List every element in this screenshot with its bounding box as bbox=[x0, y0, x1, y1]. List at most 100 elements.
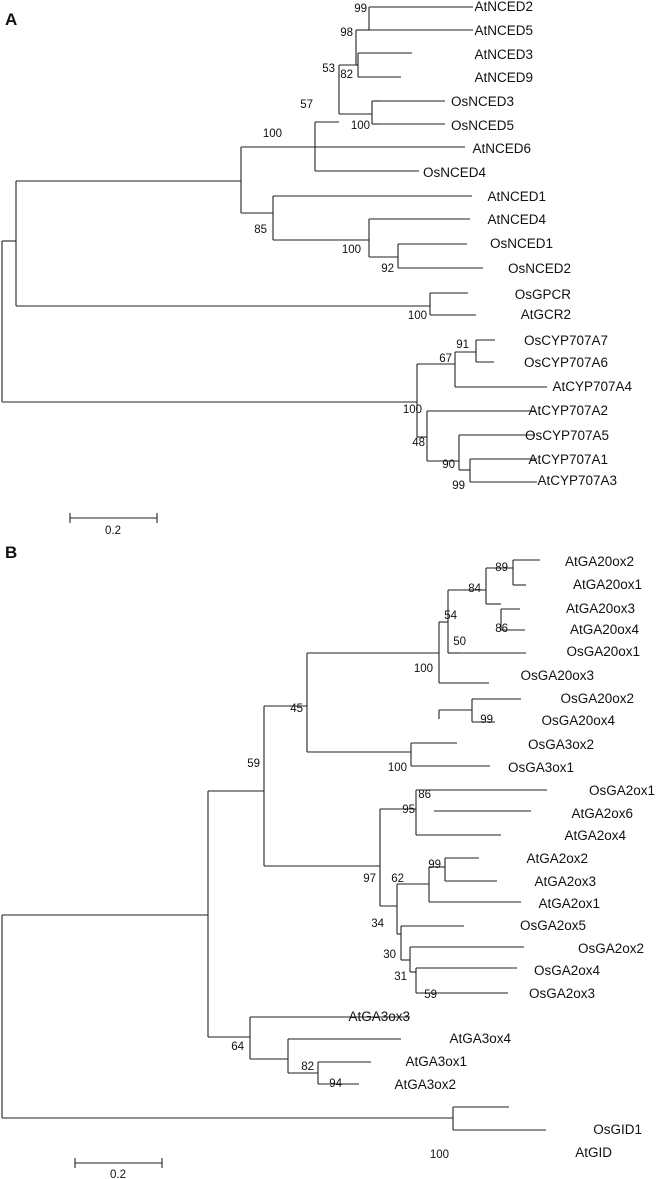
bootstrap-value: 86 bbox=[418, 789, 431, 801]
bootstrap-value: 82 bbox=[301, 1061, 314, 1073]
bootstrap-value: 91 bbox=[456, 339, 469, 351]
leaf-label: OsNCED3 bbox=[451, 94, 514, 109]
leaf-label: AtGA3ox1 bbox=[405, 1054, 467, 1069]
panel-a-tree: A AtNCED2 AtNCED5 AtNCED3 AtNCED9 OsNCED… bbox=[1, 0, 632, 537]
bootstrap-value: 45 bbox=[290, 703, 303, 715]
leaf-label: OsNCED2 bbox=[508, 261, 571, 276]
bootstrap-value: 99 bbox=[452, 480, 465, 492]
panel-b-branches bbox=[1, 559, 547, 1131]
leaf-label: OsGA2ox5 bbox=[520, 918, 586, 933]
leaf-label: AtGA2ox3 bbox=[534, 874, 596, 889]
leaf-label: AtGA3ox4 bbox=[449, 1031, 511, 1046]
leaf-label: AtGA2ox6 bbox=[571, 806, 633, 821]
leaf-label: AtGA2ox4 bbox=[564, 828, 626, 843]
leaf-label: AtGID bbox=[575, 1145, 612, 1160]
bootstrap-value: 89 bbox=[495, 562, 508, 574]
leaf-label: OsGA20ox1 bbox=[566, 644, 640, 659]
leaf-label: OsGA2ox2 bbox=[578, 941, 644, 956]
panel-a-scale-bar: 0.2 bbox=[69, 513, 158, 537]
bootstrap-value: 100 bbox=[351, 120, 370, 132]
bootstrap-value: 54 bbox=[444, 610, 457, 622]
panel-a-branches bbox=[1, 6, 547, 483]
bootstrap-value: 85 bbox=[254, 224, 267, 236]
leaf-label: AtGA20ox3 bbox=[566, 601, 635, 616]
bootstrap-value: 99 bbox=[354, 3, 367, 15]
bootstrap-value: 98 bbox=[340, 27, 353, 39]
bootstrap-value: 97 bbox=[363, 873, 376, 885]
bootstrap-value: 100 bbox=[430, 1149, 449, 1161]
bootstrap-value: 95 bbox=[402, 804, 415, 816]
leaf-label: OsGA2ox3 bbox=[529, 986, 595, 1001]
leaf-label: OsGA2ox4 bbox=[534, 963, 601, 978]
leaf-label: AtNCED1 bbox=[487, 189, 546, 204]
leaf-label: AtNCED9 bbox=[474, 70, 533, 85]
leaf-label: AtNCED6 bbox=[472, 141, 531, 156]
leaf-label: OsNCED1 bbox=[490, 236, 553, 251]
leaf-label: OsGPCR bbox=[515, 287, 572, 302]
bootstrap-value: 30 bbox=[383, 949, 396, 961]
bootstrap-value: 99 bbox=[480, 714, 493, 726]
bootstrap-value: 99 bbox=[428, 859, 441, 871]
panel-b-label: B bbox=[5, 543, 17, 562]
leaf-label: OsCYP707A7 bbox=[524, 333, 608, 348]
panel-a-bootstrap-values: 99 98 82 53 100 57 100 85 100 92 100 91 … bbox=[254, 3, 469, 492]
leaf-label: AtGA20ox2 bbox=[565, 554, 634, 569]
leaf-label: AtGA2ox2 bbox=[526, 851, 588, 866]
leaf-label: OsGA20ox2 bbox=[560, 691, 634, 706]
leaf-label: AtCYP707A4 bbox=[552, 379, 632, 394]
leaf-label: AtGA2ox1 bbox=[538, 896, 600, 911]
bootstrap-value: 59 bbox=[247, 758, 260, 770]
leaf-label: AtNCED3 bbox=[474, 47, 533, 62]
panel-b-leaf-labels: AtGA20ox2 AtGA20ox1 AtGA20ox3 AtGA20ox4 … bbox=[348, 554, 655, 1160]
bootstrap-value: 64 bbox=[231, 1041, 244, 1053]
leaf-label: AtCYP707A2 bbox=[528, 403, 608, 418]
bootstrap-value: 82 bbox=[340, 69, 353, 81]
leaf-label: OsNCED5 bbox=[451, 118, 514, 133]
leaf-label: OsNCED4 bbox=[423, 165, 487, 180]
bootstrap-value: 67 bbox=[439, 353, 452, 365]
bootstrap-value: 92 bbox=[381, 263, 394, 275]
bootstrap-value: 100 bbox=[408, 310, 427, 322]
leaf-label: OsGA3ox1 bbox=[508, 760, 574, 775]
bootstrap-value: 62 bbox=[391, 873, 404, 885]
bootstrap-value: 59 bbox=[424, 989, 437, 1001]
leaf-label: AtNCED4 bbox=[487, 212, 546, 227]
bootstrap-value: 94 bbox=[329, 1078, 342, 1090]
leaf-label: AtCYP707A3 bbox=[537, 473, 617, 488]
bootstrap-value: 90 bbox=[442, 459, 455, 471]
bootstrap-value: 100 bbox=[403, 404, 422, 416]
bootstrap-value: 100 bbox=[342, 244, 361, 256]
leaf-label: AtGA20ox1 bbox=[573, 577, 642, 592]
leaf-label: AtGCR2 bbox=[521, 307, 571, 322]
leaf-label: AtGA3ox2 bbox=[394, 1077, 456, 1092]
scale-bar-label: 0.2 bbox=[110, 1169, 126, 1179]
bootstrap-value: 34 bbox=[371, 918, 384, 930]
bootstrap-value: 100 bbox=[263, 128, 282, 140]
leaf-label: AtGA20ox4 bbox=[570, 622, 640, 637]
bootstrap-value: 50 bbox=[453, 636, 466, 648]
panel-a-label: A bbox=[5, 10, 17, 29]
bootstrap-value: 100 bbox=[388, 762, 407, 774]
leaf-label: AtCYP707A1 bbox=[528, 452, 608, 467]
leaf-label: AtGA3ox3 bbox=[348, 1009, 410, 1024]
leaf-label: AtNCED2 bbox=[474, 0, 533, 14]
bootstrap-value: 86 bbox=[495, 623, 508, 635]
leaf-label: OsGA2ox1 bbox=[589, 783, 655, 798]
bootstrap-value: 53 bbox=[322, 63, 335, 75]
scale-bar-label: 0.2 bbox=[105, 525, 121, 537]
leaf-label: OsGID1 bbox=[593, 1122, 642, 1137]
leaf-label: OsGA3ox2 bbox=[528, 737, 594, 752]
panel-a-leaf-labels: AtNCED2 AtNCED5 AtNCED3 AtNCED9 OsNCED3 … bbox=[423, 0, 632, 488]
bootstrap-value: 100 bbox=[414, 663, 433, 675]
bootstrap-value: 57 bbox=[300, 99, 313, 111]
leaf-label: AtNCED5 bbox=[474, 23, 533, 38]
bootstrap-value: 84 bbox=[468, 583, 481, 595]
leaf-label: OsGA20ox3 bbox=[520, 668, 594, 683]
panel-b-scale-bar: 0.2 bbox=[74, 1158, 163, 1179]
leaf-label: OsGA20ox4 bbox=[541, 713, 615, 728]
leaf-label: OsCYP707A5 bbox=[525, 428, 609, 443]
panel-b-bootstrap-values: 89 84 86 54 50 100 99 45 100 59 86 95 99… bbox=[231, 562, 508, 1161]
bootstrap-value: 48 bbox=[412, 437, 425, 449]
leaf-label: OsCYP707A6 bbox=[524, 355, 608, 370]
